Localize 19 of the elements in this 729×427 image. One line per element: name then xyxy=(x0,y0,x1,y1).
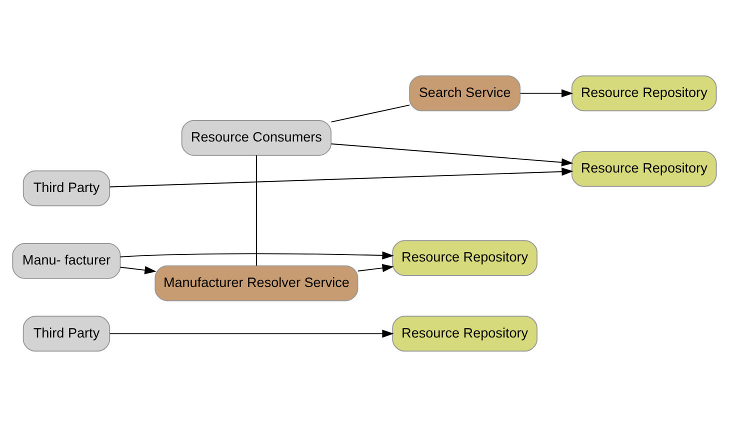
node-box: Resource Repository xyxy=(392,240,538,276)
arrow xyxy=(120,266,156,274)
arrow xyxy=(520,89,574,98)
node-box: Third Party xyxy=(22,170,110,206)
node-box: Third Party xyxy=(22,316,110,352)
node-box: Resource Repository xyxy=(392,316,538,352)
connector xyxy=(330,104,410,122)
arrow xyxy=(330,143,574,166)
arrow xyxy=(109,330,394,338)
arrow xyxy=(120,251,394,260)
node-box: Resource Consumers xyxy=(181,120,332,156)
node-box: Manu- facturer xyxy=(12,243,121,279)
node-box: Search Service xyxy=(409,75,521,112)
connector xyxy=(256,154,257,266)
arrow xyxy=(109,168,574,188)
arrow xyxy=(357,264,394,272)
node-box: Manufacturer Resolver Service xyxy=(154,265,358,302)
node-box: Resource Repository xyxy=(571,75,717,112)
node-box: Resource Repository xyxy=(571,150,717,187)
